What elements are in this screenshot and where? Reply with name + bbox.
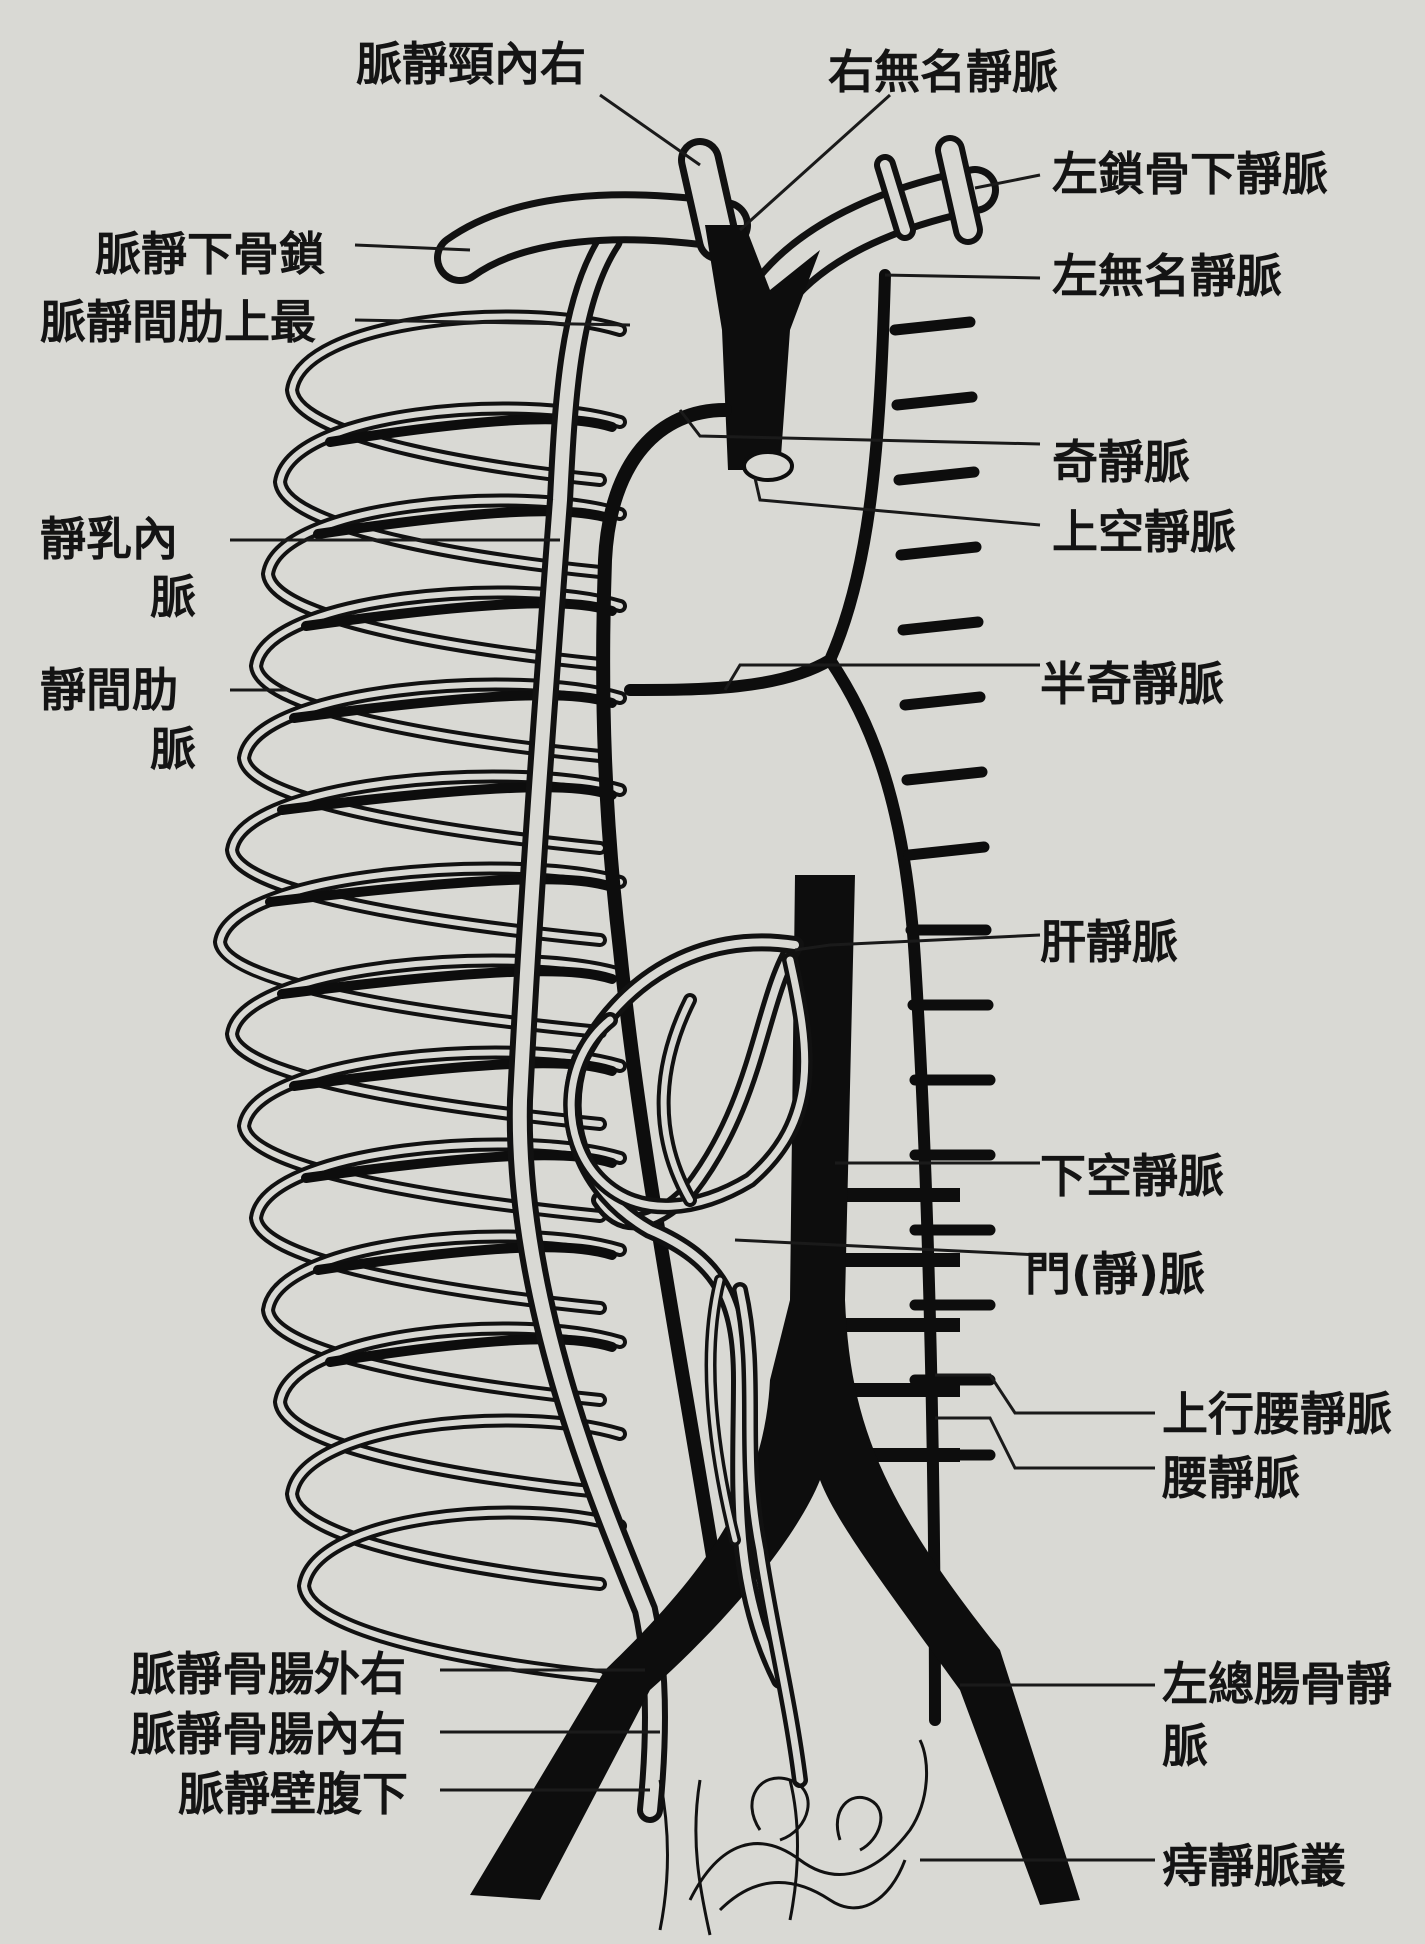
left-intercostal-tributary xyxy=(901,547,976,555)
label-inferior-epigastric: 脈靜壁腹下 xyxy=(178,1767,408,1821)
intercostal-rib xyxy=(232,777,620,941)
label-right-subclavian: 脈靜下骨鎖 xyxy=(95,227,325,281)
left-intercostal-tributary xyxy=(907,772,982,780)
label-right-internal-jugular: 脈靜頸內右 xyxy=(356,37,586,91)
left-intercostal-tributary xyxy=(895,322,970,330)
label-internal-mammary-1: 靜乳內 xyxy=(40,512,178,566)
label-internal-mammary-2: 脈 xyxy=(150,570,196,624)
label-intercostal-2: 脈 xyxy=(150,722,196,776)
label-hemiazygos: 半奇靜脈 xyxy=(1040,657,1224,711)
label-left-innominate: 左無名靜脈 xyxy=(1052,249,1282,303)
label-hepatic: 肝靜脈 xyxy=(1040,915,1178,969)
label-right-innominate: 右無名靜脈 xyxy=(828,45,1058,99)
label-right-external-iliac: 脈靜骨腸外右 xyxy=(130,1647,406,1701)
left-intercostal-tributary xyxy=(909,847,984,855)
label-portal: 門(靜)脈 xyxy=(1025,1247,1205,1301)
label-left-subclavian: 左鎖骨下靜脈 xyxy=(1052,147,1328,201)
intercostal-rib xyxy=(256,1145,620,1309)
label-ascending-lumbar: 上行腰靜脈 xyxy=(1162,1387,1392,1441)
intercostal-rib xyxy=(256,593,620,757)
label-lumbar: 腰靜脈 xyxy=(1162,1451,1300,1505)
label-highest-intercostal: 脈靜間肋上最 xyxy=(40,295,316,349)
label-hemorrhoidal-plexus: 痔靜脈叢 xyxy=(1162,1839,1346,1893)
intercostal-rib xyxy=(244,1053,620,1217)
label-superior-vena-cava: 上空靜脈 xyxy=(1052,505,1236,559)
label-intercostal-1: 靜間肋 xyxy=(40,663,178,717)
intercostal-rib xyxy=(244,685,620,849)
label-left-common-iliac-2: 脈 xyxy=(1162,1719,1208,1773)
left-intercostal-tributary xyxy=(905,697,980,705)
intercostal-rib xyxy=(232,961,620,1125)
label-azygos: 奇靜脈 xyxy=(1052,435,1190,489)
left-intercostal-tributary xyxy=(899,472,974,480)
label-right-internal-iliac: 脈靜骨腸內右 xyxy=(130,1707,406,1761)
left-intercostal-tributary xyxy=(903,622,978,630)
label-inferior-vena-cava: 下空靜脈 xyxy=(1040,1149,1224,1203)
left-intercostal-tributary xyxy=(897,397,972,405)
label-left-common-iliac-1: 左總腸骨靜 xyxy=(1162,1657,1392,1711)
intercostal-rib xyxy=(220,869,620,1033)
